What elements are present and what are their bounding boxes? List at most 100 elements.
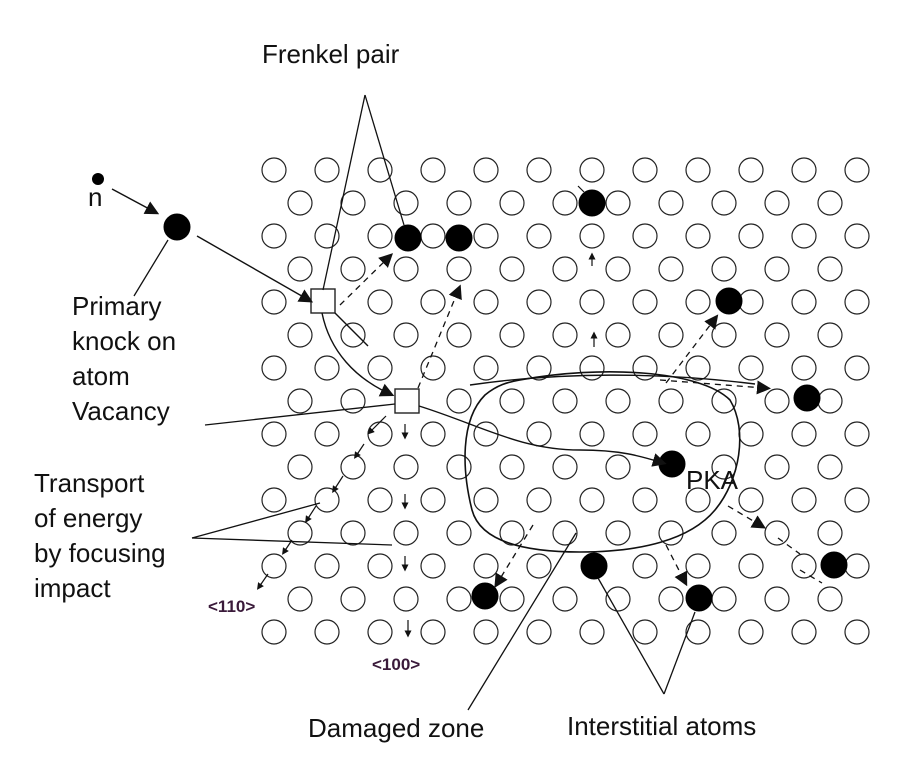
lattice-atom [367, 421, 393, 447]
lattice-atom [340, 388, 366, 414]
pka-path-to-pka [418, 405, 667, 467]
lattice-atom [287, 454, 313, 480]
lattice-atom [393, 586, 419, 612]
lattice-atom [526, 421, 552, 447]
lattice-atom [817, 388, 843, 414]
lattice-atom [738, 421, 764, 447]
lattice-atom [817, 190, 843, 216]
lattice-atom [844, 289, 870, 315]
pka-label-line3: atom [72, 361, 130, 391]
lattice-atom [605, 586, 631, 612]
lattice-atom [287, 190, 313, 216]
lattice-atom [526, 157, 552, 183]
interstitial-atom [715, 287, 743, 315]
lattice-atom [552, 256, 578, 282]
lattice-atom [552, 322, 578, 348]
lattice-atom [367, 289, 393, 315]
transport-label-line4: impact [34, 573, 111, 603]
lattice-atom [340, 256, 366, 282]
lattice-atom [844, 157, 870, 183]
dashed-path [665, 314, 719, 384]
lattice-atom [791, 487, 817, 513]
lattice-atom [473, 619, 499, 645]
lattice-atom [791, 553, 817, 579]
lattice-atom [579, 157, 605, 183]
dashed-path [339, 253, 394, 306]
lattice-atom [420, 157, 446, 183]
lattice-atom [764, 190, 790, 216]
pka-path-curve [321, 312, 395, 397]
lattice-atom [579, 289, 605, 315]
lattice-atom [685, 421, 711, 447]
lattice-atom [711, 388, 737, 414]
lattice-atom [473, 223, 499, 249]
frenkel-leader-right [364, 94, 405, 226]
transport-label-line1: Transport [34, 468, 145, 498]
lattice-atom [499, 388, 525, 414]
lattice-atom [499, 586, 525, 612]
lattice-atom [340, 322, 366, 348]
lattice-atom [340, 586, 366, 612]
lattice-atom [446, 586, 472, 612]
neutron-dot [92, 173, 104, 185]
lattice-atom [817, 454, 843, 480]
lattice-atom [287, 520, 313, 546]
lattice-atom [473, 487, 499, 513]
lattice-atom [844, 553, 870, 579]
dashed-path [494, 524, 534, 588]
lattice-atom [844, 487, 870, 513]
lattice-atom [685, 553, 711, 579]
lattice-atom [446, 454, 472, 480]
lattice-atom [473, 289, 499, 315]
lattice-atom [393, 256, 419, 282]
lattice-atom [817, 586, 843, 612]
lattice-atom [473, 553, 499, 579]
lattice-atom [261, 487, 287, 513]
lattice-atom [605, 190, 631, 216]
direction-110-label: <110> [208, 597, 255, 616]
lattice-atom [261, 421, 287, 447]
lattice-atom [367, 487, 393, 513]
lattice-atom [738, 157, 764, 183]
lattice-atom [605, 256, 631, 282]
lattice-atom [711, 190, 737, 216]
lattice-atom [764, 256, 790, 282]
lattice-atom [367, 619, 393, 645]
lattice-atom [526, 223, 552, 249]
lattice-atom [738, 223, 764, 249]
lattice-atom [844, 421, 870, 447]
incident-atom [163, 213, 191, 241]
lattice-atom [499, 520, 525, 546]
dashed-path [659, 379, 771, 395]
lattice-atom [473, 421, 499, 447]
lattice-atom [314, 553, 340, 579]
dashed-path [777, 537, 801, 555]
lattice-atom [844, 223, 870, 249]
lattice-atom [764, 388, 790, 414]
lattice-atom [632, 355, 658, 381]
lattice-atom [791, 223, 817, 249]
interstitial-atom [445, 224, 473, 252]
pka-short-label: PKA [686, 465, 739, 495]
transport-leader-1 [191, 502, 321, 539]
dashed-path [665, 544, 688, 587]
damaged-zone-leader [467, 532, 577, 711]
lattice-atom [685, 619, 711, 645]
lattice-atom [844, 355, 870, 381]
lattice-atom [738, 289, 764, 315]
lattice-atom [287, 586, 313, 612]
lattice-atom [526, 619, 552, 645]
lattice-atom [420, 355, 446, 381]
lattice-atom [579, 421, 605, 447]
interstitial-atom [820, 551, 848, 579]
transport-label-line2: of energy [34, 503, 142, 533]
dashed-trajectories [339, 253, 823, 588]
lattice-atom [393, 322, 419, 348]
frenkel-pair-label: Frenkel pair [262, 39, 400, 69]
lattice-atom [658, 388, 684, 414]
lattice-atom [261, 355, 287, 381]
lattice-atom [261, 223, 287, 249]
vacancy-leader [204, 403, 396, 426]
lattice-atom [711, 520, 737, 546]
